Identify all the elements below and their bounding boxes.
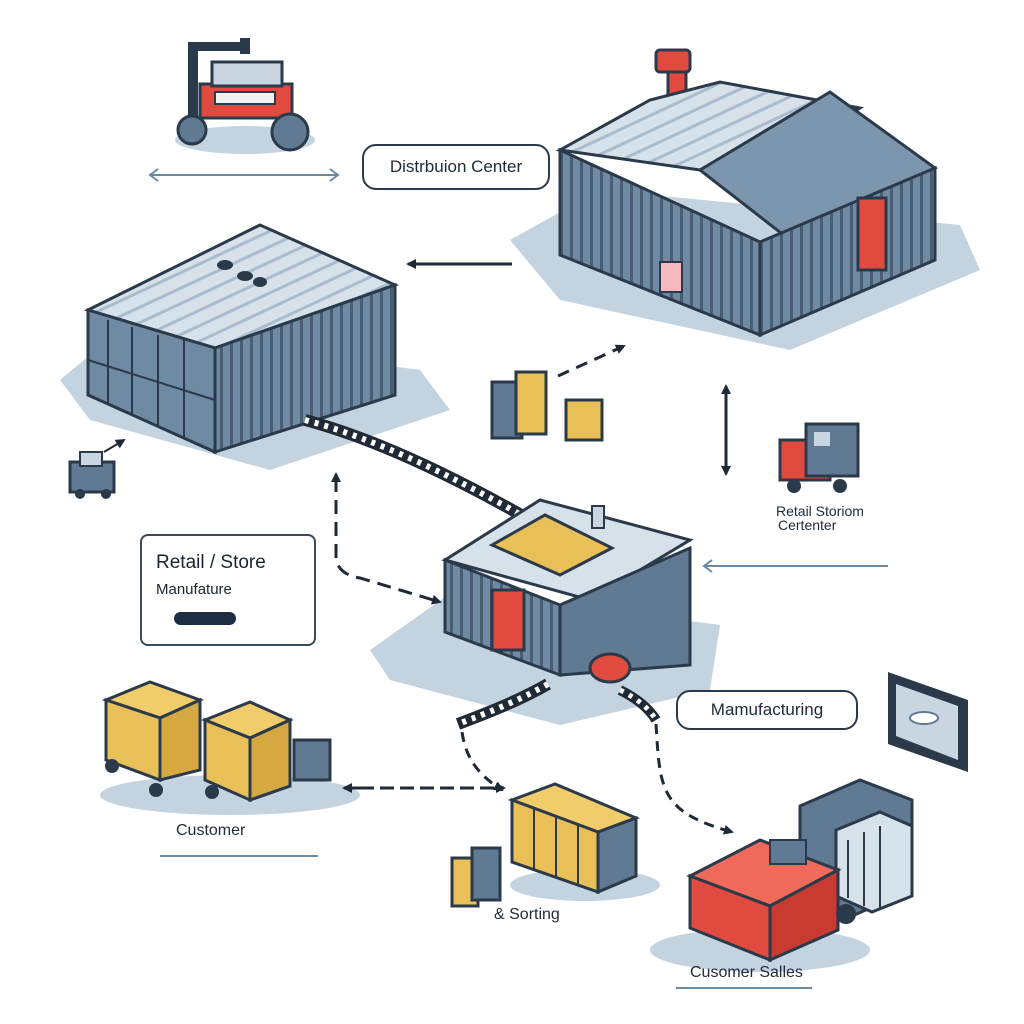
card-action-button[interactable] [174,612,236,625]
forklift-icon [175,38,315,154]
retail-store-title: Retail / Store [156,552,266,573]
retail-storium-label: Retail Storiom Certenter [776,504,864,532]
conveyor-belt [455,678,551,730]
warehouse-building [60,223,450,470]
flow-arrow [334,478,442,605]
cargo-cart-icon [100,680,360,815]
customer-sales-label: Cusomer Salles [690,964,803,981]
distribution-center-building [510,48,980,350]
flow-arrow [654,723,734,835]
delivery-truck-icon [778,422,860,493]
retail-storium-label-line1: Retail Storiom [776,503,864,519]
delivery-truck-icon [650,838,870,972]
retail-store-card: Retail / Store Manufature [140,534,316,646]
distribution-center-label: Distrbuion Center [362,144,550,190]
customer-label: Customer [176,822,246,839]
cargo-cart-icon [68,438,126,499]
retail-storium-label-line2: Certenter [778,517,837,533]
box-stack-icon [450,782,660,908]
monitor-icon [888,672,968,772]
flow-arrow [460,731,504,792]
box-stack-icon [490,344,626,442]
sorting-label: & Sorting [494,906,560,923]
manufacturing-label: Mamufacturing [676,690,858,730]
manufacture-label: Manufature [156,581,232,598]
